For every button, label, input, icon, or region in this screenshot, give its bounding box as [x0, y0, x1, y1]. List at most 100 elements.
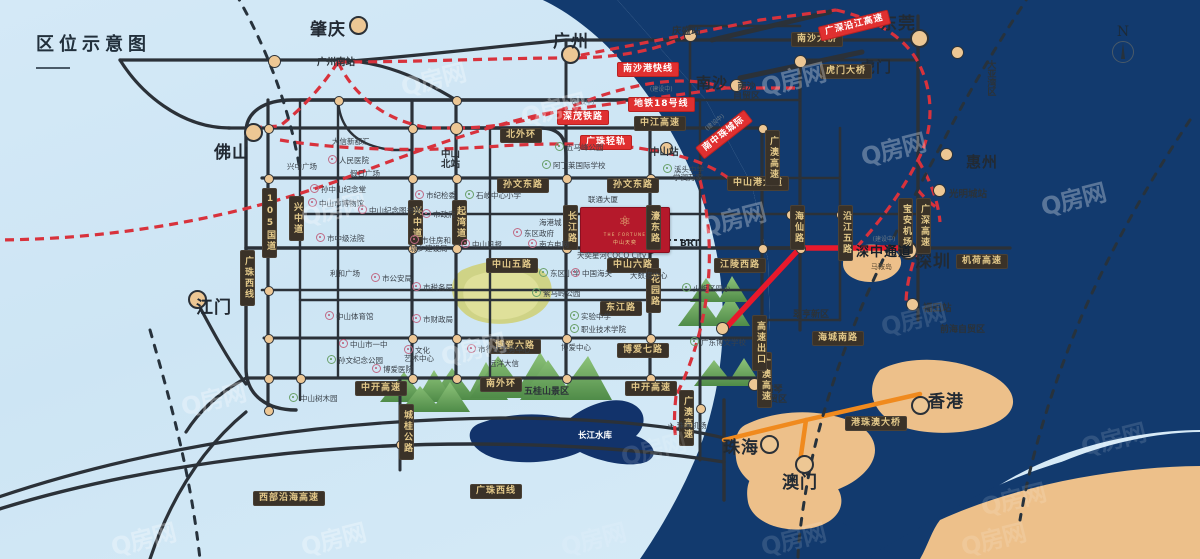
airport-label-0[interactable]: ✈ 珠海机场: [668, 421, 707, 430]
node-qingsheng-station[interactable]: [684, 29, 697, 42]
city-label-0[interactable]: 肇庆: [310, 20, 346, 40]
poi-30[interactable]: 阿丁莱国际学校: [542, 160, 606, 170]
city-label-1[interactable]: 广州: [553, 32, 589, 52]
poi-35[interactable]: 孙文纪念公园: [327, 355, 383, 365]
node-int[interactable]: [408, 334, 418, 344]
poi-0[interactable]: 大信新都汇: [322, 138, 370, 146]
poi-1[interactable]: 人民医院: [328, 155, 369, 165]
poi-41[interactable]: 远洋大信: [479, 360, 519, 368]
node-futian-station[interactable]: [906, 298, 919, 311]
node-zhuhai[interactable]: [760, 435, 779, 454]
poi-37[interactable]: 文化艺术中心: [404, 345, 434, 362]
city-label-3[interactable]: 佛山: [214, 143, 250, 163]
poi-15[interactable]: 中山体育馆: [325, 311, 374, 321]
node-int[interactable]: [452, 374, 462, 384]
poi-20[interactable]: 南方电网: [528, 239, 569, 249]
node-humen[interactable]: [794, 55, 807, 68]
city-label-11[interactable]: 香港: [928, 392, 964, 412]
node-zhongshan-station[interactable]: [660, 142, 673, 155]
node-guangzhou-south-station[interactable]: [268, 55, 281, 68]
node-nansha-ftz[interactable]: [730, 79, 743, 92]
station-label-5[interactable]: 福田站: [923, 303, 952, 314]
poi-31[interactable]: 溪头中学: [663, 164, 704, 174]
station-label-0[interactable]: 广州南站: [317, 57, 356, 68]
poi-16[interactable]: 石岐中心小学: [465, 190, 521, 200]
poi-33[interactable]: 广东博文学校: [690, 337, 746, 347]
node-int[interactable]: [452, 334, 462, 344]
poi-40[interactable]: 博爱中心: [551, 344, 591, 352]
poi-23[interactable]: 联通大厦: [578, 196, 618, 204]
city-label-4[interactable]: 南沙: [696, 74, 729, 92]
station-label-1[interactable]: 庆盛站: [672, 26, 701, 37]
node-int[interactable]: [264, 406, 274, 416]
node-int[interactable]: [408, 124, 418, 134]
poi-28[interactable]: 职业技术学院: [570, 324, 626, 334]
poi-38[interactable]: 中山树木园: [289, 393, 338, 403]
node-int[interactable]: [758, 244, 768, 254]
city-label-6[interactable]: 惠州: [966, 153, 999, 171]
node-int[interactable]: [408, 374, 418, 384]
node-jiangmen[interactable]: [188, 290, 207, 309]
poi-13[interactable]: 市税务局: [412, 282, 453, 292]
poi-19[interactable]: 中山日报: [461, 239, 502, 249]
poi-8[interactable]: 市政府: [422, 209, 456, 219]
node-int[interactable]: [264, 286, 274, 296]
node-cuiheng[interactable]: [716, 322, 729, 335]
station-label-4[interactable]: 光明城站: [949, 189, 988, 200]
node-zhongshan-north-station[interactable]: [450, 122, 463, 135]
node-macau[interactable]: [795, 455, 814, 474]
node-int[interactable]: [264, 174, 274, 184]
poi-18[interactable]: 东区政府: [513, 228, 554, 238]
node-int[interactable]: [452, 96, 462, 106]
node-dongguan[interactable]: [910, 29, 929, 48]
poi-27[interactable]: 实验中学: [570, 311, 611, 321]
node-hongkong[interactable]: [911, 396, 930, 415]
poi-9[interactable]: 市中级法院: [316, 233, 365, 243]
poi-10[interactable]: 市住房和城乡建设局: [410, 235, 451, 252]
poi-5[interactable]: 中山市博物馆: [308, 198, 364, 208]
node-int[interactable]: [758, 124, 768, 134]
node-int[interactable]: [562, 374, 572, 384]
poi-17[interactable]: 海港城: [529, 219, 562, 227]
poi-11[interactable]: 利和广场: [320, 270, 360, 278]
node-huizhou-city[interactable]: [940, 148, 953, 161]
poi-29[interactable]: 五马峰公园: [555, 142, 604, 152]
poi-36[interactable]: 博爱医院: [372, 364, 413, 374]
poi-12[interactable]: 市公安局: [371, 273, 412, 283]
node-int[interactable]: [264, 334, 274, 344]
node-zhaoqing[interactable]: [349, 16, 368, 35]
node-guangmingcheng-station[interactable]: [933, 184, 946, 197]
poi-34[interactable]: 中山市一中: [339, 339, 388, 349]
node-int[interactable]: [452, 174, 462, 184]
poi-39[interactable]: 市行政服务中心: [467, 344, 531, 354]
poi-4[interactable]: 孙中山纪念堂: [310, 184, 366, 194]
node-int[interactable]: [334, 96, 344, 106]
poi-22[interactable]: 紫马岭公园: [532, 288, 581, 298]
station-label-3[interactable]: 中山站: [650, 147, 679, 158]
node-huizhou[interactable]: [951, 46, 964, 59]
station-label-2[interactable]: 中山北站: [441, 149, 461, 170]
poi-6[interactable]: 中山纪念图书馆: [358, 205, 422, 215]
city-label-10[interactable]: 澳门: [782, 473, 818, 493]
city-label-7[interactable]: 江门: [196, 298, 232, 318]
city-label-8[interactable]: 深圳: [915, 252, 951, 272]
poi-21[interactable]: 东区小学: [539, 268, 580, 278]
node-foshan[interactable]: [244, 123, 263, 142]
node-int[interactable]: [296, 374, 306, 384]
city-label-9[interactable]: 珠海: [723, 438, 759, 458]
poi-3[interactable]: 兴中广场: [277, 163, 317, 171]
node-int[interactable]: [408, 174, 418, 184]
node-guangzhou[interactable]: [561, 45, 580, 64]
node-int[interactable]: [696, 404, 706, 414]
poi-2[interactable]: 假日广场: [340, 170, 380, 178]
poi-25[interactable]: 大数据中心: [620, 272, 668, 280]
node-int[interactable]: [562, 174, 572, 184]
node-int[interactable]: [264, 374, 274, 384]
node-int[interactable]: [264, 124, 274, 134]
poi-24[interactable]: 中国海关: [571, 268, 612, 278]
poi-26[interactable]: 火炬区四小: [682, 283, 731, 293]
poi-14[interactable]: 市财政局: [412, 314, 453, 324]
poi-7[interactable]: 市纪检委: [415, 190, 456, 200]
node-int[interactable]: [562, 334, 572, 344]
poi-32[interactable]: 学润万家: [663, 174, 703, 182]
